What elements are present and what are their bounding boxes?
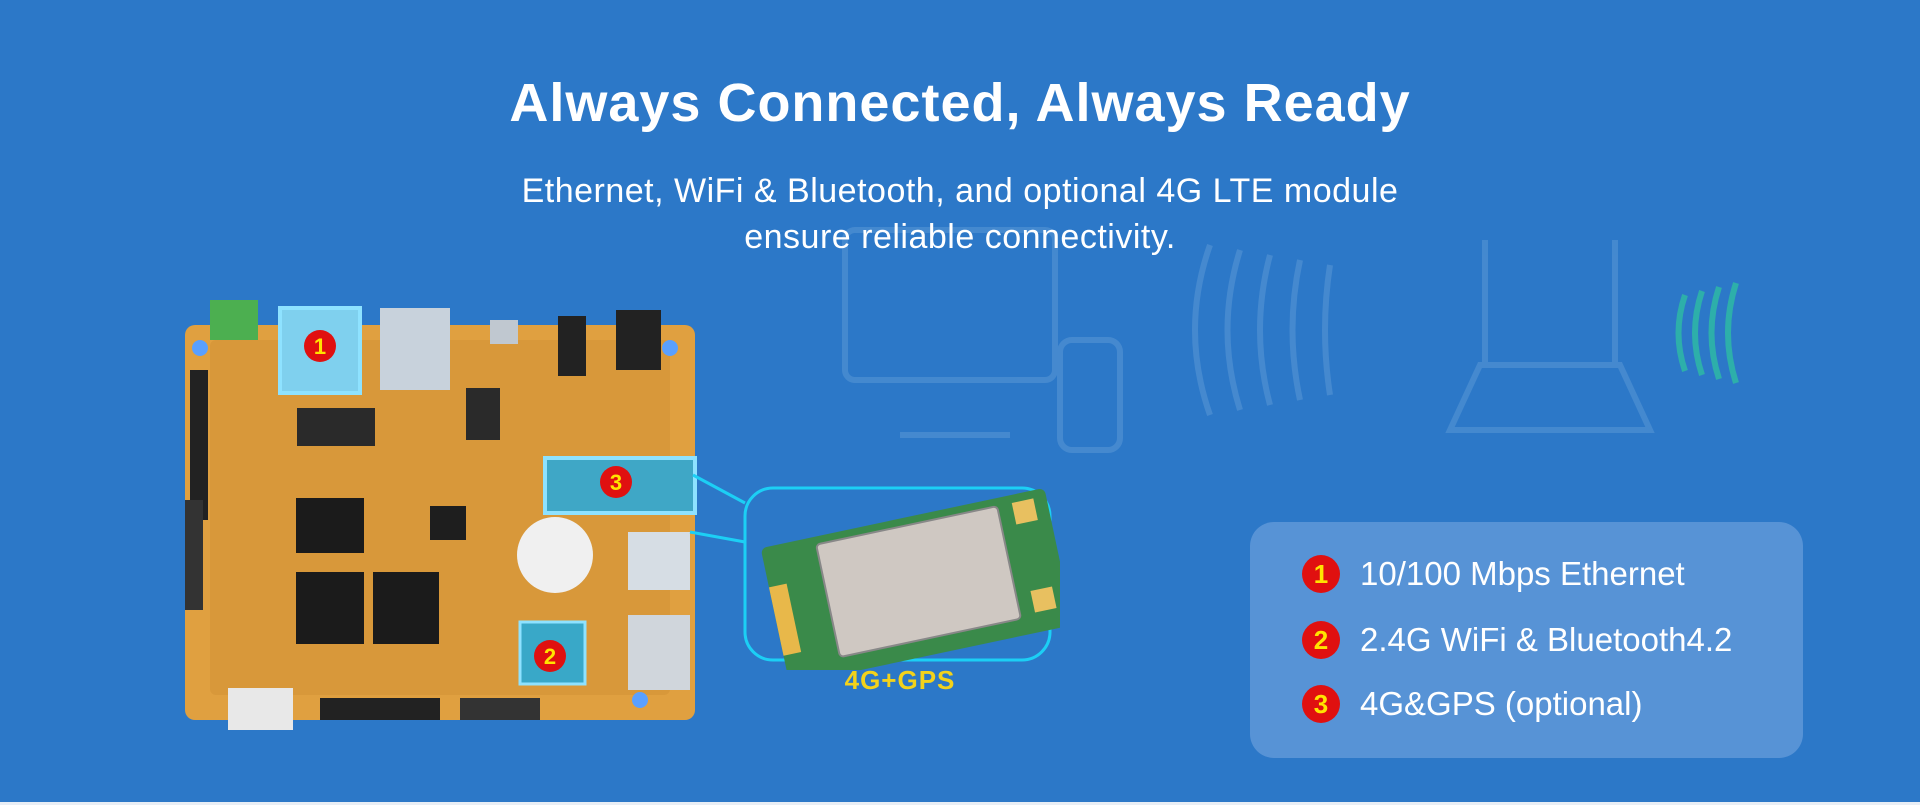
router-icon (1445, 240, 1655, 433)
feature-number-badge: 1 (1302, 555, 1340, 593)
feature-item-wifi-bluetooth: 2 2.4G WiFi & Bluetooth4.2 (1302, 618, 1732, 662)
subtitle-line-1: Ethernet, WiFi & Bluetooth, and optional… (521, 172, 1399, 210)
feature-text: 2.4G WiFi & Bluetooth4.2 (1360, 621, 1733, 658)
board-illustration (185, 300, 697, 730)
signal-waves-icon (1675, 282, 1739, 384)
feature-text: 10/100 Mbps Ethernet (1360, 555, 1685, 592)
marker-1: 1 (304, 330, 336, 362)
feature-number-badge: 3 (1302, 685, 1340, 723)
feature-item-ethernet: 1 10/100 Mbps Ethernet (1302, 552, 1685, 596)
lte-module-icon (761, 489, 1060, 670)
feature-panel: 1 10/100 Mbps Ethernet 2 2.4G WiFi & Blu… (1250, 522, 1803, 758)
marker-1-label: 1 (314, 334, 326, 359)
feature-text: 4G&GPS (optional) (1360, 685, 1643, 722)
bottom-divider (0, 802, 1920, 805)
marker-2: 2 (534, 640, 566, 672)
marker-3: 3 (600, 466, 632, 498)
feature-item-4g-gps: 3 4G&GPS (optional) (1302, 682, 1642, 726)
page-title: Always Connected, Always Ready (509, 73, 1411, 133)
background-illustration (842, 227, 1739, 453)
subtitle-line-2: ensure reliable connectivity. (744, 218, 1176, 256)
marker-2-label: 2 (544, 644, 556, 669)
page-subtitle: Ethernet, WiFi & Bluetooth, and optional… (460, 168, 1460, 260)
monitor-icon (842, 227, 1058, 383)
wifi-wave-icon (1192, 244, 1213, 416)
phone-icon (1057, 337, 1123, 453)
module-callout (689, 473, 1060, 670)
module-label: 4G+GPS (844, 665, 956, 695)
marker-3-label: 3 (610, 470, 622, 495)
feature-number-badge: 2 (1302, 621, 1340, 659)
